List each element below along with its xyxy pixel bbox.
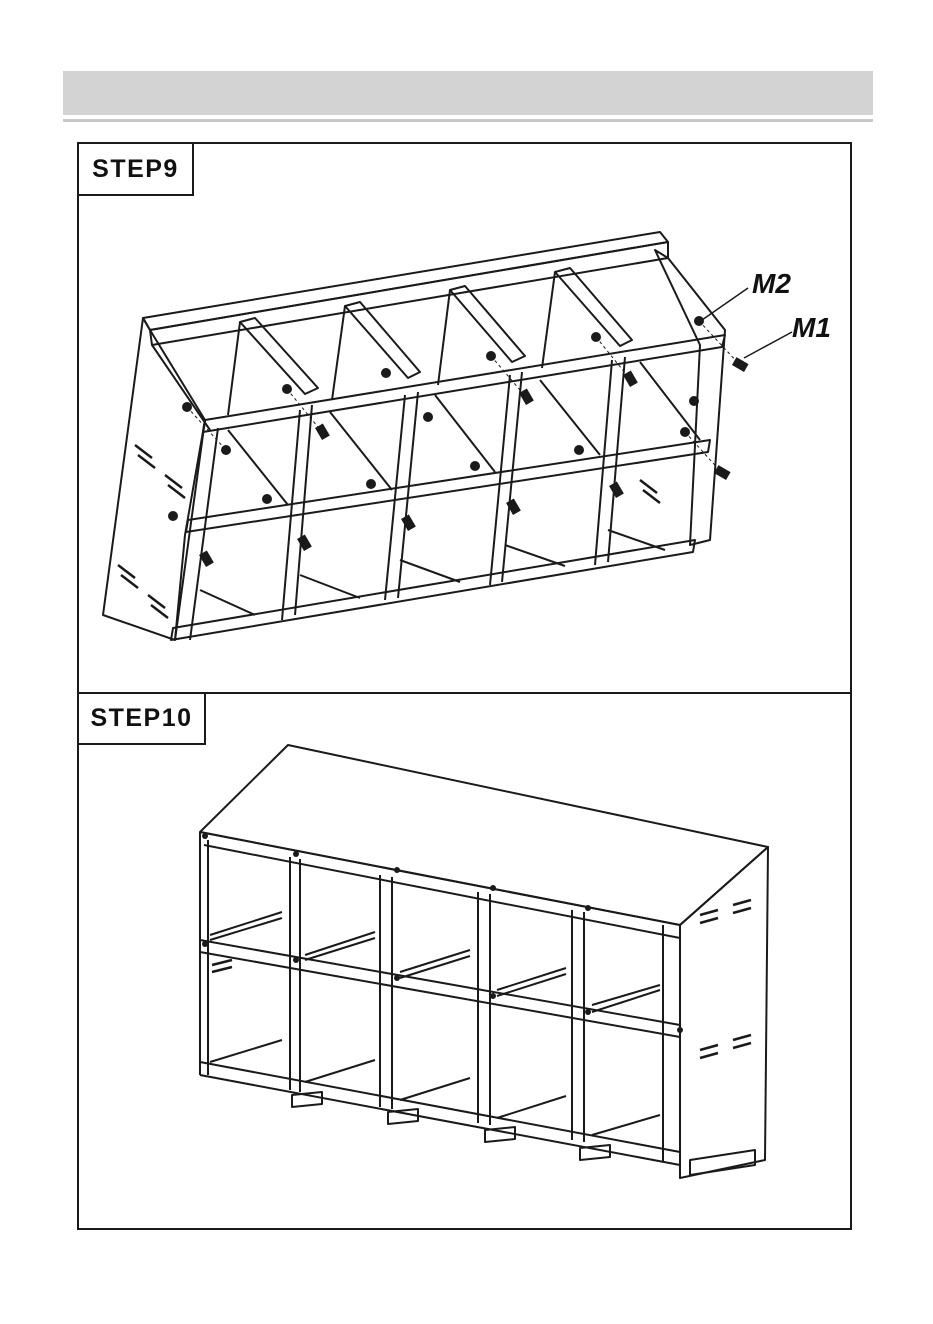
top-lid (200, 745, 768, 925)
side-panel (680, 847, 768, 1178)
